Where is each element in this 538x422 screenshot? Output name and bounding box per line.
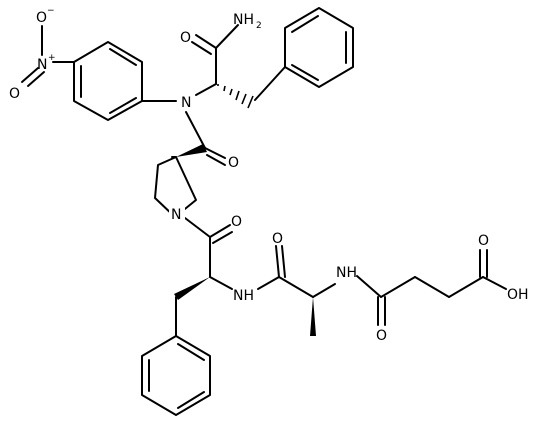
bond-nh-succinyl-carbonyl [356,275,382,298]
lower-phenyl-ring-bonds [141,335,211,416]
bond-ala-carbonyl-o-1 [275,245,280,278]
atom-o-ala-carbonyl: O [272,231,283,247]
stereo-bonds [174,84,316,336]
wedge-lower-phe-alpha [174,277,210,300]
bond-succinyl-chain-3 [448,276,484,298]
bond-nitro-o-side-2 [27,71,45,87]
bond-pro-carbonyl-o-2 [206,154,226,166]
bond-n-phe-carbonyl [184,217,211,238]
nitrophenyl-ring-bonds [73,41,143,121]
atom-o-succinyl-amide: O [376,328,387,344]
atom-o-primary-amide: O [180,30,191,46]
bond-ala-alpha-nh [312,283,336,298]
hashed-bond-upper-phe [217,84,254,109]
bond-amide-c-n [215,24,239,49]
bond-succinyl-chain-2 [414,276,450,298]
atom-o-phe-carbonyl: O [231,214,242,230]
bond-n-pro-carbonyl [185,111,206,149]
bond-n-phe-alpha [195,83,217,96]
atom-o-nitro-top-charge: − [47,6,55,16]
bond-pro-carbonyl-o-1 [204,147,226,159]
bond-acid-c-oh [482,276,507,290]
atom-nh-ala: NH [336,265,357,281]
bonds [21,7,507,416]
bond-ala-carbonyl-o-2 [281,245,286,278]
atom-o-nitro-top: O [36,10,47,26]
bond-phe-carbonyl-o-2 [212,231,233,244]
upper-phenyl-ring-inner-bonds [291,15,347,81]
bond-amide-c-o-1 [195,34,217,49]
pyrrolidine-ring-bonds [154,156,197,218]
atom-n-anilide: N [181,95,191,111]
bond-phe-carbonyl-o-1 [209,224,231,238]
atom-nh-phe: NH [233,288,254,304]
bond-nitro-o-side-1 [21,67,39,83]
atom-labels: N NH 2 O O − N + O O N O O NH NH O O OH [9,6,529,344]
bond-succinyl-chain-1 [380,276,416,298]
atom-n-nitro: N [37,57,47,73]
wedge-ala-methyl [310,297,316,336]
upper-phenyl-ring-bonds [284,7,354,88]
atom-oh-acid: OH [507,287,529,303]
bond-phe-alpha-nh [209,276,233,290]
nitrophenyl-ring-inner-bonds [80,48,137,114]
lower-phenyl-ring-inner-bonds [148,343,205,409]
atom-n-pyrrolidine: N [171,207,181,223]
atom-n-nitro-charge: + [48,53,56,63]
atom-o-acid-carbonyl: O [478,233,489,249]
bond-amide-c-o-2 [191,41,212,55]
bond-ala-carbonyl-alpha [278,276,314,298]
atom-o-proline-carbonyl: O [228,155,239,171]
atom-nh2-primary-amide: NH [233,12,254,28]
atom-nh2-subscript: 2 [256,21,262,31]
bond-alpha-ch2 [254,66,286,101]
wedge-proline-alpha [176,144,207,157]
bond-nh-ala-carbonyl [257,276,280,290]
atom-o-nitro-side: O [9,86,20,102]
